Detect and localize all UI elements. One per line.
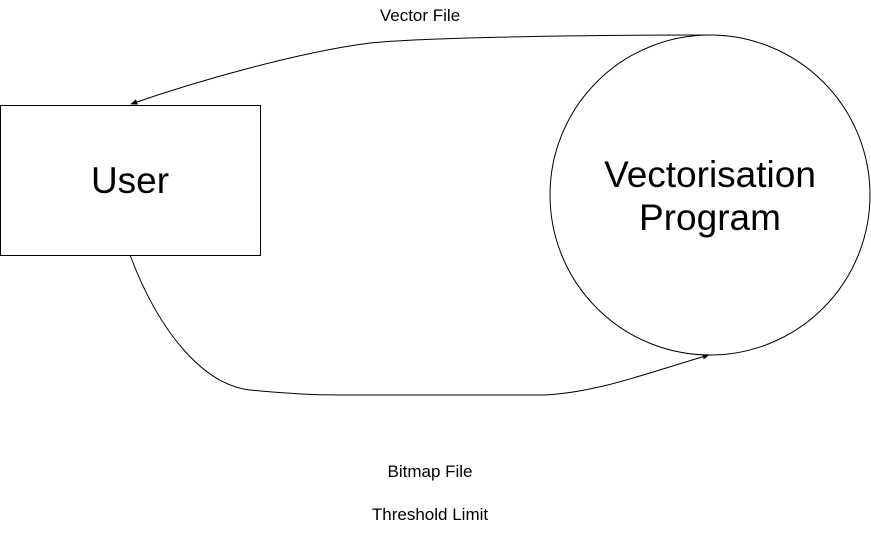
vector-file-connector — [130, 34, 711, 105]
user-box[interactable] — [0, 105, 261, 256]
edge-vector-file: Vector File — [130, 6, 711, 105]
user-label: User — [91, 160, 169, 201]
program-label-line1: Vectorisation — [604, 154, 816, 195]
edge-bitmap-input: Bitmap File Threshold Limit — [129, 254, 710, 524]
program-label-line2: Program — [639, 197, 781, 238]
vector-file-label: Vector File — [380, 6, 460, 25]
vectorisation-program-node[interactable]: Vectorisation Program — [549, 34, 871, 356]
user-node[interactable]: User — [0, 105, 261, 256]
program-circle[interactable] — [549, 34, 871, 356]
bitmap-file-label: Bitmap File — [387, 462, 472, 481]
bitmap-input-connector — [129, 254, 710, 396]
threshold-limit-label: Threshold Limit — [372, 505, 488, 524]
